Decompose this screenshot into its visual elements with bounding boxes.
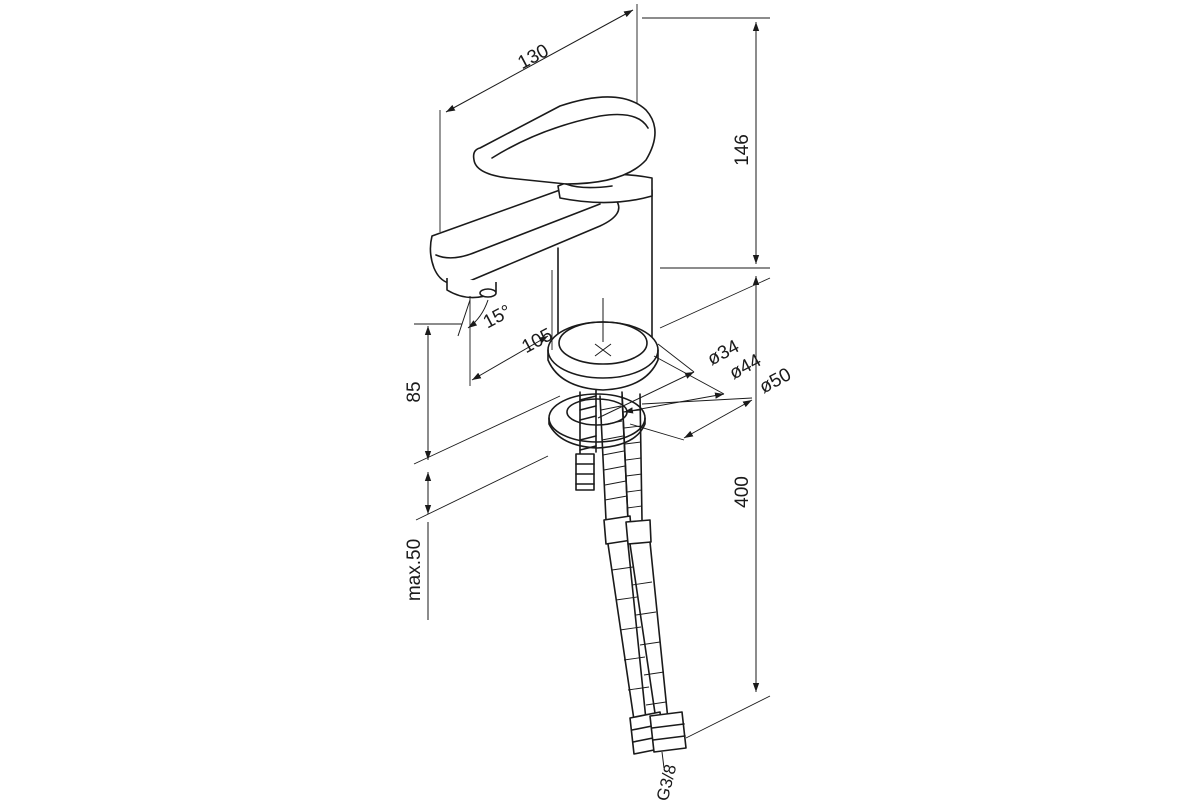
dim-hose-400: [659, 276, 771, 739]
label-counter-max50: max.50: [404, 539, 425, 601]
dim-height-85: [413, 323, 561, 465]
dim-height-146: [642, 17, 770, 269]
dim-width-130: [439, 4, 638, 232]
mounting-base: [547, 298, 659, 491]
dim-angle-15: [457, 299, 489, 337]
label-height-85: 85: [404, 381, 425, 402]
label-width-130: 130: [514, 40, 552, 73]
faucet-body: [429, 96, 656, 351]
label-hose-400: 400: [732, 476, 753, 508]
dim-counter-max50: [415, 455, 549, 620]
dim-diameters: [597, 343, 753, 441]
label-thread-g38: G3/8: [653, 762, 680, 800]
supply-hoses: [599, 391, 687, 769]
label-height-146: 146: [732, 134, 753, 166]
dim-reach-105: [469, 270, 553, 386]
label-angle-15: 15°: [480, 301, 515, 333]
